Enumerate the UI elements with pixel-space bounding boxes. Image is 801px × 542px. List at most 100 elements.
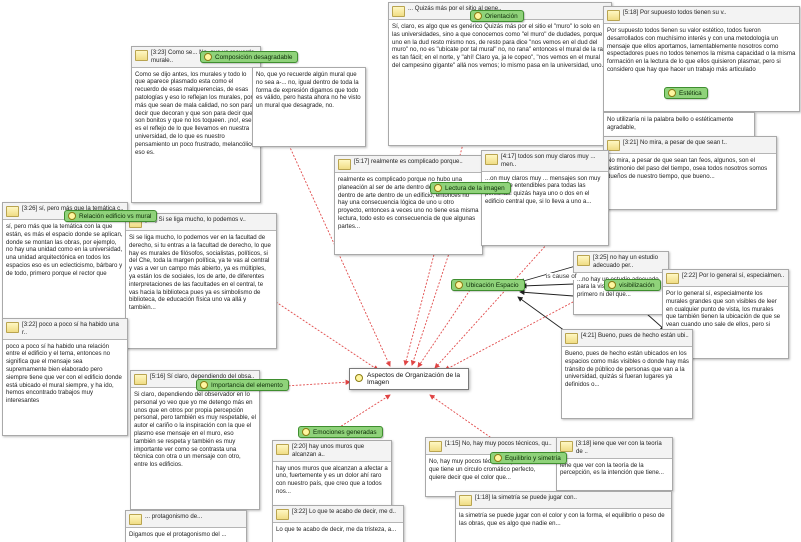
quote-5-16[interactable]: [5:16] Sí claro, dependiendo del obsa.. … [130, 370, 260, 510]
quote-text: Por supuesto todos tienen su valor estét… [607, 27, 796, 73]
quote-text: realmente es complicado porque no hubo u… [338, 176, 479, 230]
central-label: Aspectos de Organización de la Imagen [367, 372, 461, 386]
quote-text: Como se dijo antes, los murales y todo l… [135, 70, 257, 156]
quote-header: [3:22] poco a poco sí ha habido una r.. [3, 319, 127, 340]
quote-header: [4:21] Bueno, pues de hecho están ubi.. [562, 330, 692, 347]
quote-3-21[interactable]: [3:21] No mira, a pesar de que sean t.. … [603, 136, 777, 210]
code-label: Orientación [485, 12, 518, 20]
document-icon [560, 441, 573, 452]
quote-text: ...on muy claros muy ... mensajes son mu… [485, 174, 601, 205]
code-emociones-generadas[interactable]: Emociones generadas [298, 426, 383, 438]
quote-header: [2:22] Por lo general sí, especialmen.. [663, 270, 788, 287]
quote-header: [5:17] realmente es complicado porque.. [335, 156, 482, 173]
code-icon [204, 53, 212, 61]
quote-text: Digamos que el protagonismo del ... [129, 531, 227, 538]
quote-no-utilizaria[interactable]: No utilizaría ni la palabra bello o esté… [603, 112, 755, 138]
document-icon [6, 206, 19, 217]
quote-header: [4:17] todos son muy claros muy ... men.… [482, 151, 608, 172]
code-label: Emociones generadas [313, 428, 377, 436]
quote-text: iene que ver con la teoría de la percepc… [560, 461, 665, 477]
quote-header: [2:20] hay unos muros que alcanzan a.. [273, 441, 391, 462]
code-importancia-elemento[interactable]: Importancia del elemento [196, 379, 289, 391]
code-lectura-imagen[interactable]: Lectura de la imagen [430, 182, 511, 194]
code-ubicacion-espacio[interactable]: Ubicación Espacio [451, 279, 525, 291]
code-icon [668, 89, 676, 97]
quote-text: Bueno, pues de hecho están ubicados en l… [565, 350, 689, 389]
quote-protagonismo[interactable]: ... protagonismo de... Digamos que el pr… [125, 510, 247, 542]
code-orientacion[interactable]: Orientación [470, 10, 524, 22]
document-icon [485, 154, 498, 165]
code-equilibrio-simetria[interactable]: Equilibrio y simetría [490, 452, 567, 464]
code-estetica[interactable]: Estética [664, 87, 708, 99]
document-icon [577, 255, 590, 266]
code-icon [68, 212, 76, 220]
central-node[interactable]: Aspectos de Organización de la Imagen [349, 368, 469, 390]
quote-title: [3:25] no hay un estudio adecuado per.. [593, 254, 659, 269]
document-icon [276, 509, 289, 520]
quote-header: [1:18] la simetría se puede jugar con.. [456, 492, 671, 509]
quote-1-15[interactable]: [1:15] No, hay muy pocos técnicos, qu.. … [425, 437, 557, 497]
quote-text: poco a poco sí ha habido una relación en… [6, 342, 122, 405]
quote-3-22[interactable]: [3:22] poco a poco sí ha habido una r.. … [2, 318, 128, 436]
link-orientacion [403, 17, 497, 366]
quote-header: [3:25] no hay un estudio adecuado per.. [574, 252, 668, 273]
quote-1-18[interactable]: [1:18] la simetría se puede jugar con.. … [455, 491, 672, 542]
quote-title: [3:18] iene que ver con la teoría de .. [576, 440, 662, 455]
quote-title: [2:22] Por lo general sí, especialmen.. [682, 272, 785, 279]
quote-title: [2:4] Si se liga mucho, lo podemos v.. [145, 216, 246, 223]
quote-title: [4:21] Bueno, pues de hecho están ubi.. [581, 332, 689, 339]
code-label: visibilización [619, 281, 655, 289]
quote-text: Si claro, dependiendo del observador en … [134, 391, 256, 469]
document-icon [135, 50, 148, 61]
quote-header: [3:22] Lo que te acabo de decir, me d.. [273, 506, 403, 523]
link-ubicacion [417, 289, 471, 368]
document-icon [666, 273, 679, 284]
quote-text: No utilizaría ni la palabra bello o esté… [607, 116, 734, 131]
quote-title: ... Quizás más por el sitio al gene.. [408, 5, 502, 12]
quote-title: ... protagonismo de... [145, 513, 203, 520]
quote-3-18[interactable]: [3:18] iene que ver con la teoría de .. … [556, 437, 673, 491]
code-composicion-desagradable[interactable]: Composición desagradable [200, 51, 299, 63]
quote-text: hay unos muros que alcanzan a afectar a … [276, 464, 388, 495]
code-label: Composición desagradable [215, 53, 293, 61]
quote-text: Lo que te acabo de decir, me da tristeza… [276, 526, 397, 533]
quote-2-4[interactable]: [2:4] Si se liga mucho, lo podemos v.. S… [125, 213, 277, 349]
quote-recuerdo[interactable]: No, que yo recuerde algún mural que no s… [252, 67, 366, 147]
quote-header: [3:21] No mira, a pesar de que sean t.. [604, 137, 776, 154]
document-icon [459, 495, 472, 506]
code-label: Relación edificio vs mural [79, 212, 152, 220]
quote-4-21[interactable]: [4:21] Bueno, pues de hecho están ubi.. … [561, 329, 693, 419]
quote-title: [4:17] todos son muy claros muy ... men.… [501, 153, 596, 168]
document-icon [429, 441, 442, 452]
quote-text: Sí, claro, es algo que es genérico Quizá… [392, 23, 607, 69]
quote-text: No, hay muy pocos técnicos, que ... uno … [429, 458, 549, 481]
quote-5-17[interactable]: [5:17] realmente es complicado porque.. … [334, 155, 483, 255]
quote-4-17[interactable]: [4:17] todos son muy claros muy ... men.… [481, 150, 609, 246]
code-icon [608, 281, 616, 289]
code-relacion-edificio-mural[interactable]: Relación edificio vs mural [64, 210, 158, 222]
link-emociones [331, 394, 391, 433]
quote-3-22b[interactable]: [3:22] Lo que te acabo de decir, me d.. … [272, 505, 404, 542]
quote-3-23[interactable]: [3:23] Como se... No, que yo recuerde mu… [131, 46, 261, 203]
code-icon [200, 381, 208, 389]
document-icon [338, 159, 351, 170]
quote-orientacion[interactable]: ... Quizás más por el sitio al gene.. Sí… [388, 2, 612, 146]
quote-title: [3:21] No mira, a pesar de que sean t.. [623, 139, 727, 146]
document-icon [607, 140, 620, 151]
code-visibilizacion[interactable]: visibilización [604, 279, 661, 291]
document-icon [565, 333, 578, 344]
code-label: Equilibrio y simetría [505, 454, 561, 462]
document-icon [607, 10, 620, 21]
quote-text: No mira, a pesar de que sean tan feos, a… [607, 157, 768, 180]
quote-title: [5:16] Sí claro, dependiendo del obsa.. [150, 373, 255, 380]
quote-text: No, que yo recuerde algún mural que no s… [256, 71, 361, 110]
quote-2-20[interactable]: [2:20] hay unos muros que alcanzan a.. h… [272, 440, 392, 506]
quote-text: la simetría se puede jugar con el color … [459, 512, 665, 527]
code-icon [355, 374, 363, 382]
code-icon [302, 428, 310, 436]
document-icon [6, 322, 19, 333]
quote-header: [5:18] Por supuesto todos tienen su v.. [604, 7, 799, 24]
quote-header: ... protagonismo de... [126, 511, 246, 528]
quote-title: [5:18] Por supuesto todos tienen su v.. [623, 9, 727, 16]
code-icon [455, 281, 463, 289]
